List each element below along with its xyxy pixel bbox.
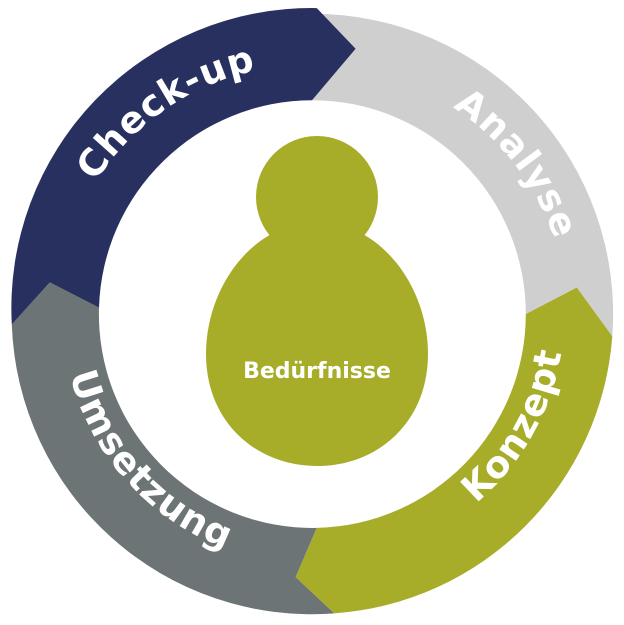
center-label: Bedürfnisse [243, 359, 391, 384]
ring-segment-umsetzung [11, 282, 335, 615]
ring-segment-konzept [295, 287, 613, 614]
person-body [206, 222, 428, 466]
ring-segment-analyse [312, 13, 614, 337]
person-figure [206, 136, 428, 466]
ring-segment-check-up [11, 8, 356, 325]
